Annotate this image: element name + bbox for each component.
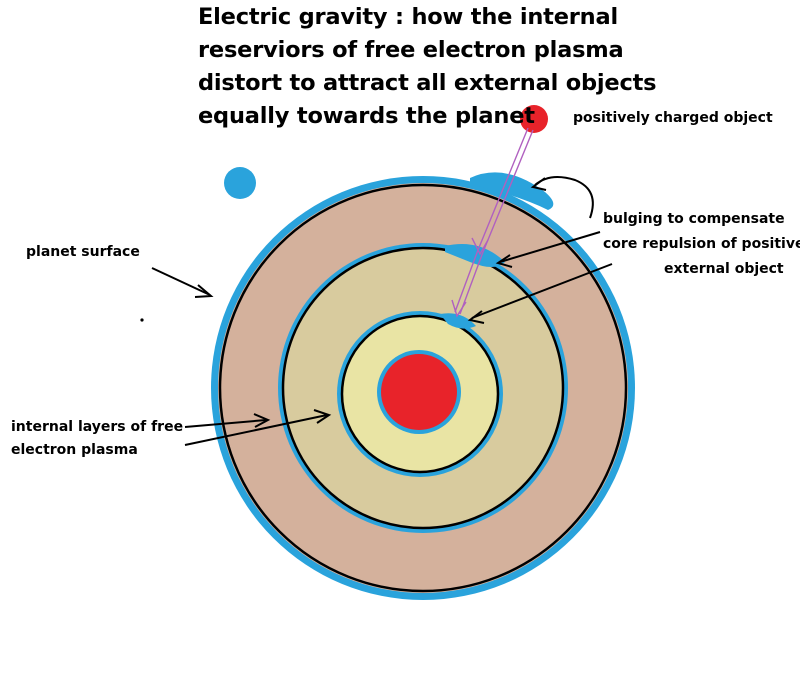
outer-layer-outline (218, 183, 628, 593)
label-positive-object: positively charged object (573, 110, 773, 126)
label-planet-surface: planet surface (26, 244, 140, 260)
middle-layer-outline (281, 246, 565, 530)
middle-bulge (445, 244, 505, 267)
annotation-arrows (151, 175, 613, 446)
small-blue-object (224, 167, 256, 199)
label-internal-layers-2: electron plasma (11, 442, 138, 458)
field-arrows (451, 127, 534, 318)
title-line-1: Electric gravity : how the internal (198, 4, 618, 30)
outer-bulge (470, 172, 554, 210)
label-bulging-line-1: bulging to compensate (603, 211, 785, 227)
label-bulging-line-2: core repulsion of positive (603, 236, 800, 252)
inner-bulge (440, 313, 476, 329)
core (381, 354, 457, 430)
title-line-2: reserviors of free electron plasma (198, 37, 624, 63)
title-line-4: equally towards the planet (198, 103, 535, 129)
inner-layer-outline (340, 314, 500, 474)
positive-object (520, 105, 548, 133)
stray-dot (140, 318, 144, 322)
label-bulging-line-3: external object (664, 261, 784, 277)
title-line-3: distort to attract all external objects (198, 70, 657, 96)
label-internal-layers-1: internal layers of free (11, 419, 184, 435)
